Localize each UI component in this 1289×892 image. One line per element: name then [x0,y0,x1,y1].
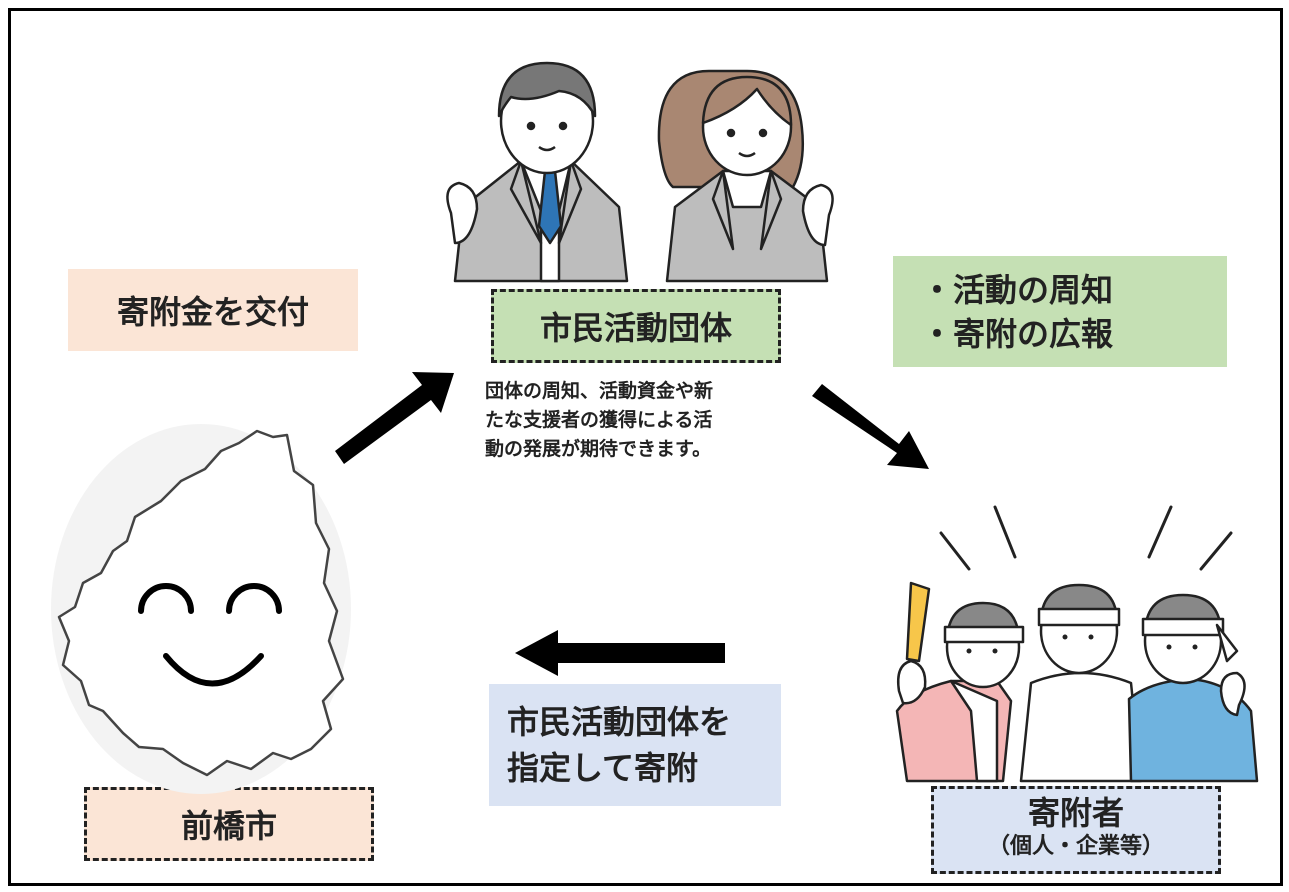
description-line-1: 団体の周知、活動資金や新 [485,380,714,402]
citizen-group-people-icon [446,61,834,283]
arrow-city-to-group [335,372,929,676]
right-eye-icon [226,583,282,614]
group-description: 団体の周知、活動資金や新 たな支援者の獲得による活 動の発展が期待できます。 [485,377,795,464]
maebashi-map-mascot [51,424,351,794]
node-city-label: 前橋市 [180,807,277,845]
donors-group-icon [895,505,1259,783]
arrow-city-to-group-shape [335,372,454,464]
smile-icon [163,653,264,687]
woman-in-suit-icon [657,69,834,283]
node-donor-label: 寄附者 [1027,794,1124,832]
publicity-line-1: ・活動の周知 [921,270,1114,309]
node-citizen-group-label: 市民活動団体 [539,309,732,347]
node-donor: 寄附者 （個人・企業等） [931,786,1221,874]
flow-label-grant: 寄附金を交付 [68,269,358,351]
arrow-donor-to-city-shape [515,630,725,676]
diagram-frame: 寄附金を交付 ・活動の周知 ・寄附の広報 市民活動団体を 指定して寄附 市民活動… [8,8,1283,886]
arrow-group-to-donor-shape [812,384,929,469]
flow-label-publicity: ・活動の周知 ・寄附の広報 [893,256,1227,367]
left-eye-icon [138,583,194,614]
node-donor-sublabel: （個人・企業等） [987,834,1164,859]
man-in-suit-icon [446,61,629,283]
flow-label-donation: 市民活動団体を 指定して寄附 [489,684,781,806]
flow-label-grant-text: 寄附金を交付 [116,293,309,331]
donation-line-2: 指定して寄附 [507,749,699,787]
description-line-3: 動の発展が期待できます。 [485,438,712,460]
node-citizen-group: 市民活動団体 [491,289,781,363]
description-line-2: たな支援者の獲得による活 [485,409,713,431]
donation-line-1: 市民活動団体を [507,703,732,741]
cheer-lines-icon [939,505,1233,571]
publicity-line-2: ・寄附の広報 [921,314,1114,353]
node-city: 前橋市 [84,787,374,861]
city-outline-icon [57,429,345,777]
